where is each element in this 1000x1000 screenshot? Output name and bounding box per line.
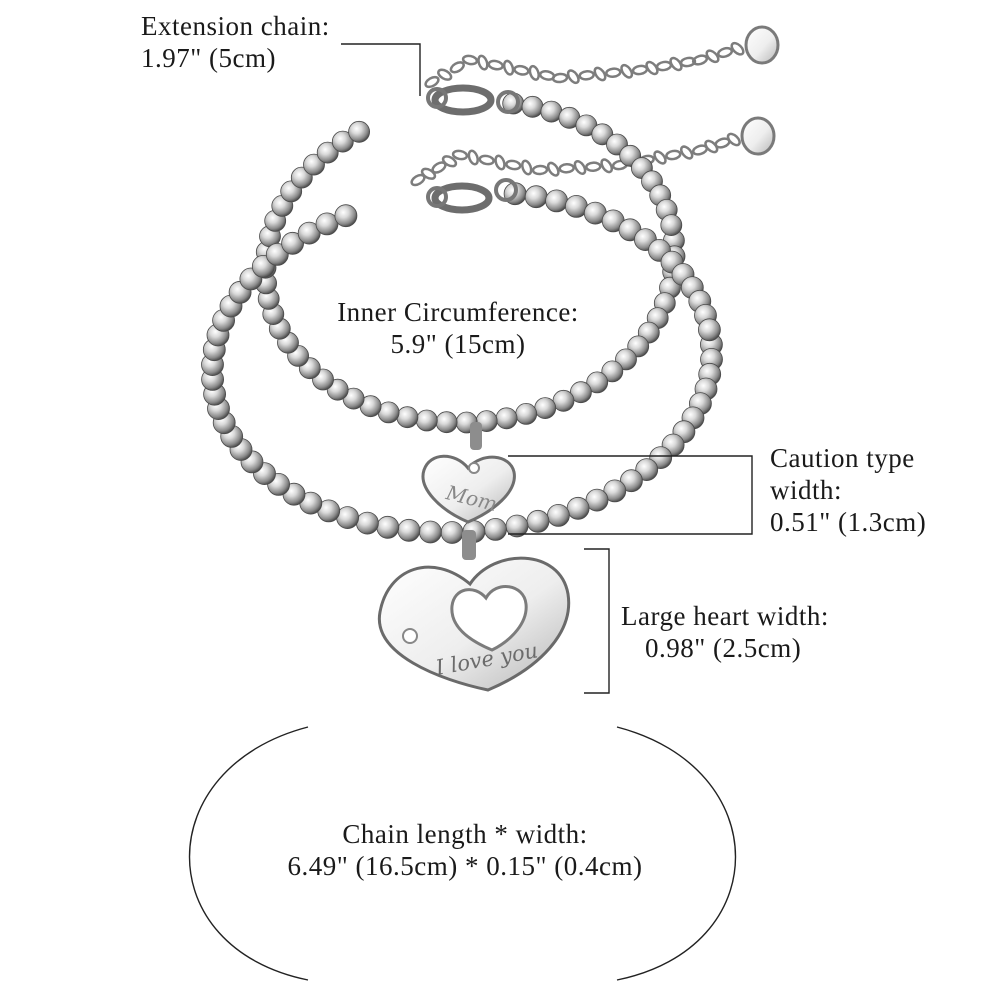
chain-link — [513, 64, 530, 76]
chain-link — [605, 67, 622, 78]
chain-link — [669, 56, 683, 72]
bead — [570, 381, 592, 404]
chain-link — [593, 66, 607, 82]
large-heart-width-label: Large heart width: 0.98" (2.5cm) — [621, 601, 829, 663]
chain-link — [704, 139, 719, 154]
extension-chain-bottom — [410, 132, 741, 187]
bead — [316, 141, 339, 164]
extension-chain-label: Extension chain: 1.97" (5cm) — [141, 11, 330, 73]
bead — [331, 130, 354, 153]
chain-link — [620, 63, 634, 79]
chain-link — [653, 150, 667, 165]
chain-link — [461, 54, 479, 66]
large-heart-bracket — [584, 548, 610, 694]
end-tag-top — [744, 25, 780, 65]
chain-link — [477, 54, 489, 71]
chain-link — [420, 167, 437, 180]
chain-link — [441, 155, 458, 168]
bead — [396, 406, 419, 429]
small-heart-charm: Mom — [421, 422, 516, 524]
chain-link — [645, 60, 659, 76]
dimension-lines — [189, 43, 753, 981]
lobster-clasp-top — [426, 84, 520, 116]
bead — [521, 95, 544, 118]
chain-link — [546, 161, 560, 177]
chain-link — [585, 161, 602, 172]
bead — [415, 409, 438, 432]
chain-link — [716, 46, 734, 59]
chain-link — [730, 41, 745, 56]
chain-link — [665, 149, 682, 161]
bead — [348, 120, 371, 143]
bracelet-front — [201, 182, 723, 544]
bead — [376, 515, 400, 539]
bead — [698, 318, 721, 342]
bead — [355, 511, 379, 535]
chain-link — [528, 64, 540, 81]
bead — [418, 520, 442, 544]
large-heart-charm: I love you — [377, 530, 571, 692]
chain-link — [437, 68, 453, 81]
bead — [601, 360, 624, 383]
chain-link — [631, 64, 649, 76]
chain-link — [558, 163, 575, 174]
bead — [440, 521, 464, 544]
chain-link — [424, 75, 440, 89]
chain-link — [726, 132, 741, 147]
bead — [547, 504, 570, 527]
bead — [397, 518, 421, 542]
chain-link — [655, 60, 673, 72]
bead — [484, 518, 507, 541]
extension-chain-pointer — [341, 43, 421, 96]
bead — [495, 407, 518, 430]
bead — [515, 402, 538, 425]
bead — [660, 214, 683, 237]
caution-type-width-label: Caution type width: 0.51" (1.3cm) — [770, 443, 927, 537]
chain-link — [551, 72, 569, 84]
end-tag-bottom — [740, 116, 776, 156]
chain-link — [494, 154, 506, 171]
chain-link — [531, 164, 549, 176]
bead — [297, 221, 321, 245]
chain-link — [600, 158, 614, 174]
bead — [435, 411, 458, 434]
chain-link — [505, 159, 522, 171]
chain-link — [467, 149, 479, 166]
chain-link — [691, 54, 709, 66]
bead — [281, 231, 305, 255]
chain-link — [451, 149, 469, 161]
chain-length-oval — [189, 726, 736, 981]
chain-link — [705, 49, 720, 64]
inner-circumference-label: Inner Circumference: 5.9" (15cm) — [337, 297, 579, 359]
bead — [334, 204, 358, 228]
bead — [566, 496, 590, 520]
bead — [545, 189, 568, 213]
chain-link — [679, 56, 697, 68]
chain-link — [578, 70, 595, 81]
chain-link — [679, 145, 694, 160]
bracelet-back — [254, 92, 686, 434]
bead — [526, 509, 550, 533]
chain-link — [573, 160, 587, 175]
lobster-clasp-bottom — [426, 178, 518, 214]
bead — [524, 185, 548, 209]
bead — [552, 389, 575, 412]
bead — [620, 469, 643, 493]
chain-link — [502, 59, 515, 76]
bead — [586, 371, 609, 394]
bead — [534, 397, 557, 420]
chain-link — [449, 61, 465, 74]
bead — [603, 479, 627, 503]
chain-link — [487, 59, 504, 71]
chain-length-width-label: Chain length * width: 6.49" (16.5cm) * 0… — [287, 819, 643, 881]
extension-chain-top — [424, 41, 745, 89]
chain-link — [566, 69, 580, 85]
chain-link — [521, 159, 533, 176]
caution-type-bracket — [508, 455, 753, 535]
chain-link — [478, 154, 495, 166]
